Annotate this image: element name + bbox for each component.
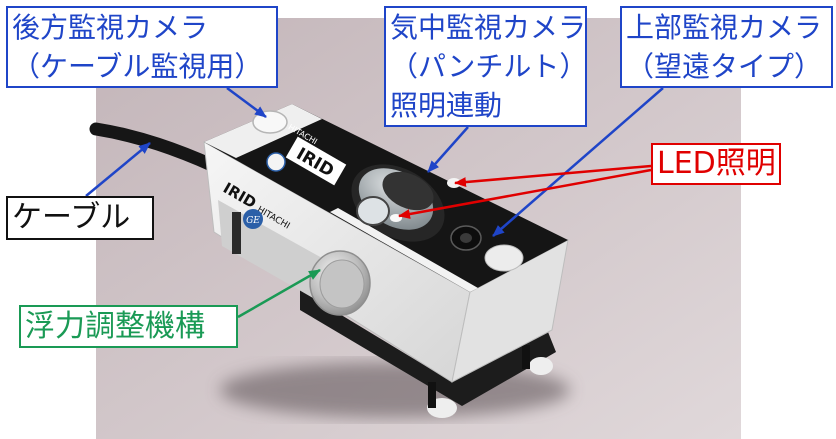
air-camera-lens [356, 196, 390, 226]
top-ge-logo-icon [266, 152, 286, 172]
callout-air-camera-line-1: 気中監視カメラ [390, 11, 587, 44]
top-brand-plate-background [285, 136, 347, 186]
robot-thruster-leg [428, 382, 436, 408]
robot-cable [89, 122, 221, 173]
callout-air-camera-line-2: （パンチルト） [390, 50, 587, 83]
callout-top-camera-line-1: 上部監視カメラ [626, 11, 823, 44]
robot-foot-front-right [529, 357, 553, 375]
arrow-cable [85, 142, 151, 197]
robot-side-recess [218, 200, 322, 302]
robot-thruster-leg-2 [522, 345, 530, 369]
top-camera-lens [460, 233, 472, 243]
arrow-buoyancy [237, 268, 321, 319]
air-camera-barrel [382, 171, 434, 211]
callout-air-camera: 気中監視カメラ （パンチルト） 照明連動 [384, 6, 587, 127]
callout-top-camera-line-2: （望遠タイプ） [626, 50, 823, 83]
arrow-top-camera [492, 87, 664, 237]
side-ge-logo-icon [243, 209, 263, 229]
callout-led: LED照明 [651, 143, 781, 185]
callout-buoyancy: 浮力調整機構 [19, 305, 238, 348]
robot-underframe [300, 290, 556, 406]
callout-rear-camera-line-1: 後方監視カメラ [12, 11, 209, 44]
callout-air-camera-line-3: 照明連動 [390, 89, 503, 122]
buoyancy-disk-inner [319, 259, 365, 309]
arrow-led-1 [454, 164, 652, 188]
arrow-air-camera [427, 126, 469, 173]
side-ge-logo-text: GE [246, 216, 260, 226]
robot-top-edge [330, 208, 478, 292]
callout-top-camera: 上部監視カメラ （望遠タイプ） [620, 6, 833, 88]
front-white-disk [484, 244, 524, 272]
callout-cable: ケーブル [6, 196, 154, 240]
arrow-rear-camera [226, 86, 267, 119]
callout-rear-camera: 後方監視カメラ （ケーブル監視用） [6, 6, 278, 88]
arrow-led-2 [398, 168, 652, 219]
robot-side-bracket [232, 212, 241, 254]
callout-rear-camera-line-2: （ケーブル監視用） [12, 50, 263, 83]
